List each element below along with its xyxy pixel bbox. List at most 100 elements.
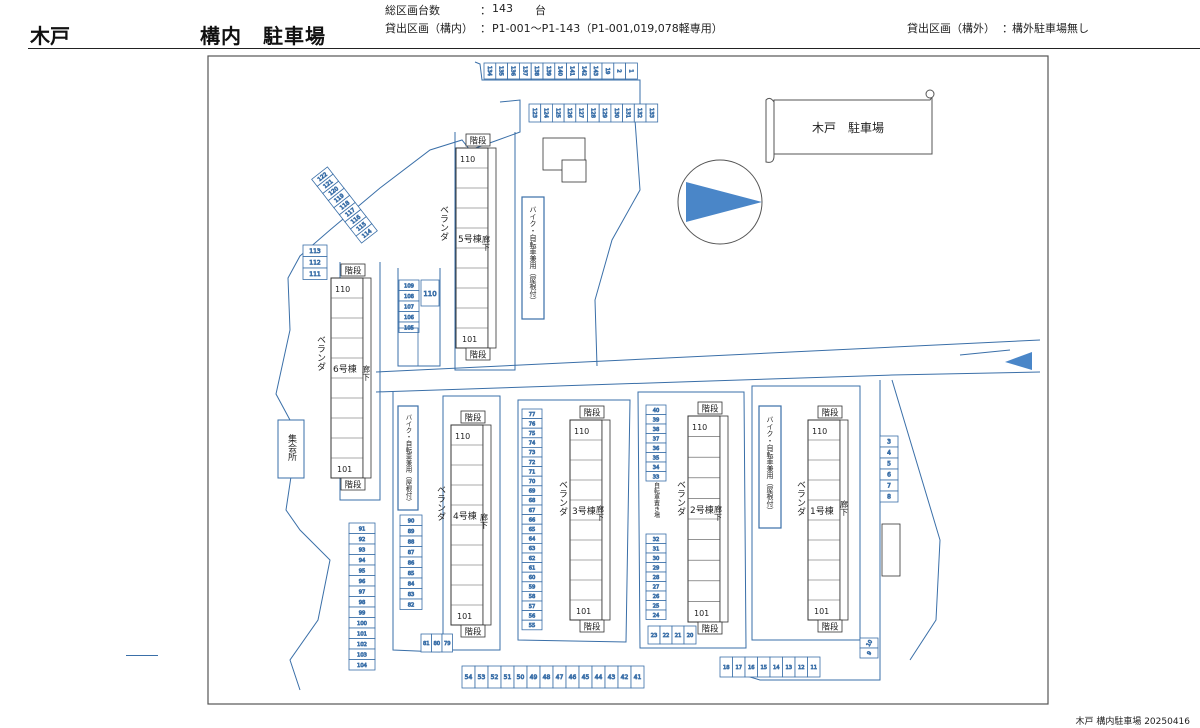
parking-space[interactable]: 72 [521, 456, 543, 468]
parking-space[interactable]: 103 [348, 648, 376, 660]
parking-space[interactable]: 87 [399, 546, 423, 558]
parking-space[interactable]: 69 [521, 485, 543, 496]
parking-space[interactable]: 75 [521, 427, 543, 439]
parking-space[interactable]: 84 [399, 577, 423, 589]
parking-space[interactable]: 106 [398, 311, 420, 323]
parking-space[interactable]: 48 [539, 665, 554, 689]
parking-space[interactable]: 18 [719, 656, 733, 678]
parking-space[interactable]: 68 [521, 494, 543, 506]
parking-space[interactable]: 135 [495, 62, 508, 80]
parking-space[interactable]: 9 [859, 647, 879, 659]
parking-space[interactable]: 91 [348, 522, 376, 534]
parking-space[interactable]: 93 [348, 543, 376, 555]
parking-space[interactable]: 104 [348, 659, 376, 671]
parking-space[interactable]: 137 [519, 62, 532, 80]
parking-space[interactable]: 57 [521, 600, 543, 612]
parking-space[interactable]: 15 [757, 656, 771, 678]
parking-space[interactable]: 4 [879, 446, 899, 459]
parking-space[interactable]: 31 [645, 543, 667, 554]
parking-space[interactable]: 127 [575, 103, 588, 123]
parking-space[interactable]: 92 [348, 533, 376, 545]
parking-space[interactable]: 112 [302, 256, 328, 269]
parking-space[interactable]: 136 [507, 62, 520, 80]
parking-space[interactable]: 74 [521, 437, 543, 448]
parking-space[interactable]: 39 [645, 414, 667, 425]
parking-space[interactable]: 139 [542, 62, 556, 80]
parking-space[interactable]: 133 [645, 103, 659, 123]
parking-space[interactable]: 60 [521, 571, 543, 583]
parking-space[interactable]: 86 [399, 556, 423, 568]
parking-space[interactable]: 123 [528, 103, 542, 123]
parking-space[interactable]: 46 [565, 665, 580, 689]
parking-space[interactable]: 89 [399, 525, 423, 537]
parking-space[interactable]: 8 [879, 490, 899, 503]
parking-space[interactable]: 30 [645, 552, 667, 563]
parking-space[interactable]: 20 [683, 625, 697, 645]
parking-space[interactable]: 32 [645, 533, 667, 544]
parking-space[interactable]: 58 [521, 591, 543, 602]
parking-space[interactable]: 128 [587, 103, 600, 123]
parking-space[interactable]: 98 [348, 596, 376, 608]
parking-space[interactable]: 38 [645, 423, 667, 434]
parking-space[interactable]: 82 [399, 598, 423, 610]
parking-space[interactable]: 55 [521, 619, 543, 631]
parking-space[interactable]: 130 [610, 103, 624, 123]
parking-space[interactable]: 80 [431, 633, 443, 653]
parking-space[interactable]: 16 [744, 656, 758, 678]
parking-space[interactable]: 71 [521, 466, 543, 477]
parking-space[interactable]: 111 [302, 267, 328, 280]
parking-space[interactable]: 131 [622, 103, 635, 123]
parking-space[interactable]: 63 [521, 543, 543, 554]
parking-space[interactable]: 101 [348, 627, 376, 639]
parking-space[interactable]: 10 [859, 637, 879, 649]
parking-space[interactable]: 76 [521, 418, 543, 429]
parking-space[interactable]: 45 [578, 665, 593, 689]
parking-space[interactable]: 61 [521, 562, 543, 573]
parking-space[interactable]: 96 [348, 575, 376, 587]
parking-space[interactable]: 2 [613, 62, 626, 80]
parking-space[interactable]: 70 [521, 475, 543, 487]
parking-space[interactable]: 19 [601, 62, 615, 80]
parking-space[interactable]: 59 [521, 581, 543, 592]
parking-space[interactable]: 36 [645, 442, 667, 453]
parking-space[interactable]: 27 [645, 581, 667, 592]
parking-space[interactable]: 51 [500, 665, 515, 689]
parking-space[interactable]: 56 [521, 610, 543, 621]
parking-space[interactable]: 109 [398, 279, 420, 291]
parking-space[interactable]: 99 [348, 606, 376, 618]
parking-space[interactable]: 100 [348, 617, 376, 629]
parking-space[interactable]: 134 [483, 62, 497, 80]
parking-space[interactable]: 73 [521, 446, 543, 458]
parking-space[interactable]: 33 [645, 471, 667, 482]
parking-space[interactable]: 7 [879, 479, 899, 492]
parking-space[interactable]: 34 [645, 461, 667, 472]
parking-space[interactable]: 81 [420, 633, 432, 653]
parking-space[interactable]: 67 [521, 504, 543, 516]
parking-space[interactable]: 142 [578, 62, 591, 80]
parking-space[interactable]: 5 [879, 457, 899, 470]
parking-space[interactable]: 94 [348, 554, 376, 566]
parking-space[interactable]: 21 [671, 625, 685, 645]
parking-space[interactable]: 14 [769, 656, 783, 678]
parking-space[interactable]: 50 [513, 665, 528, 689]
parking-space[interactable]: 3 [879, 435, 899, 448]
parking-space[interactable]: 11 [807, 656, 821, 678]
parking-space[interactable]: 118 [333, 194, 356, 216]
parking-space[interactable]: 90 [399, 514, 423, 526]
parking-space[interactable]: 129 [598, 103, 612, 123]
parking-space[interactable]: 17 [732, 656, 746, 678]
parking-space[interactable]: 42 [617, 665, 632, 689]
parking-space[interactable]: 41 [630, 665, 645, 689]
parking-space[interactable]: 25 [645, 600, 667, 611]
parking-space[interactable]: 13 [782, 656, 796, 678]
parking-space[interactable]: 141 [566, 62, 579, 80]
parking-space[interactable]: 85 [399, 567, 423, 579]
parking-space[interactable]: 77 [521, 408, 543, 420]
parking-space[interactable]: 43 [604, 665, 619, 689]
parking-space[interactable]: 65 [521, 523, 543, 535]
parking-space[interactable]: 126 [563, 103, 577, 123]
parking-space[interactable]: 49 [526, 665, 541, 689]
parking-space[interactable]: 79 [441, 633, 453, 653]
parking-space[interactable]: 47 [552, 665, 567, 689]
parking-space[interactable]: 95 [348, 564, 376, 576]
